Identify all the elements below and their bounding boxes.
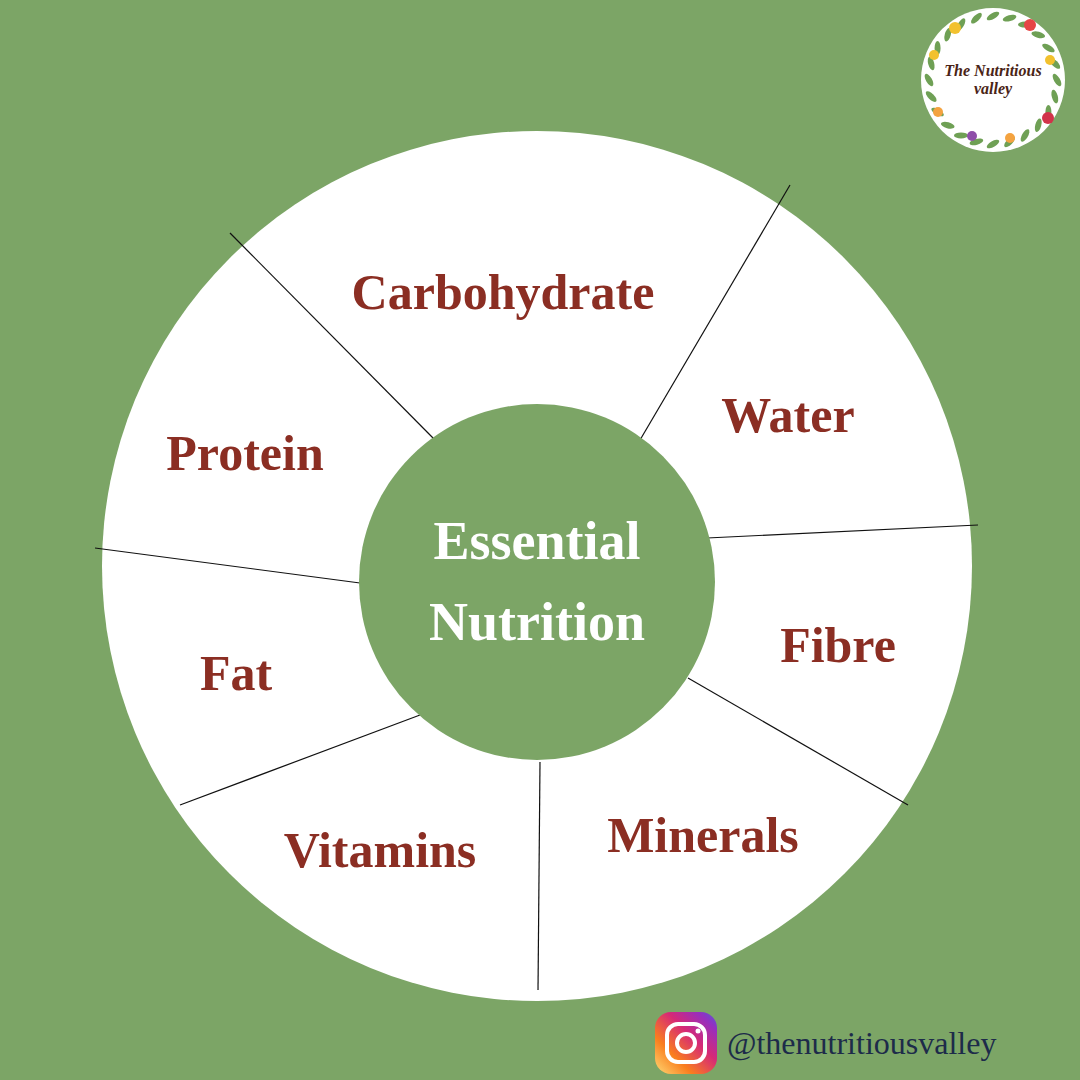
divider-line [688,678,908,805]
wreath-leaf [1050,89,1059,104]
segment-label: Minerals [607,805,799,865]
segment-label: Essential Nutrition [392,501,682,663]
divider-line [180,715,420,805]
center-circle: Essential Nutrition [359,404,715,760]
carbohydrate-segment: Carbohydrate [344,258,663,326]
fruit-dot [1005,133,1015,143]
logo-text: The Nutritious valley [937,62,1049,97]
social-handle: @thenutritiousvalley [727,1024,996,1062]
segment-label: Vitamins [284,820,477,880]
wreath-leaf [923,72,935,87]
icon-lens [677,1034,695,1052]
icon-frame [667,1024,705,1062]
segment-label: Fibre [780,615,896,675]
fat-segment: Fat [192,639,280,707]
segment-label: Water [721,385,854,445]
logo-wreath [921,8,1065,152]
wreath-leaf [985,138,1000,150]
divider-line [707,525,978,538]
fruit-dot [949,22,961,34]
icon-tile [655,1012,717,1074]
wreath-leaf [1019,128,1031,143]
fruit-dot [967,131,977,141]
segment-label: Fat [200,643,272,703]
fruit-dot [1024,19,1036,31]
segment-label: Protein [166,423,323,483]
segment-label: Carbohydrate [352,262,655,322]
wreath-leaf [1031,30,1046,39]
wreath-leaf [985,10,1000,22]
divider-lines [95,185,978,990]
icon-dot [696,1029,701,1034]
fibre-segment: Fibre [772,611,904,679]
fruit-dot [1045,55,1055,65]
wreath-leaf [969,11,983,25]
wreath-leaf [954,132,968,138]
minerals-segment: Minerals [599,801,807,869]
wreath-leaves [923,10,1063,150]
logo-disk [921,8,1065,152]
wreath-leaf [1041,42,1056,54]
wreath-leaf [940,121,955,130]
protein-segment: Protein [158,419,331,487]
wreath-leaf [1034,118,1043,133]
vitamins-segment: Vitamins [276,816,485,884]
instagram-icon [655,1012,717,1074]
divider-line [538,762,540,990]
water-segment: Water [713,381,862,449]
wreath-leaf [1002,13,1017,22]
fruit-dot [1042,112,1054,124]
fruit-dot [929,50,939,60]
fruit-dot [933,107,943,117]
divider-line [95,548,360,583]
wreath-leaf [924,89,938,103]
wreath-leaf [1051,72,1063,87]
wreath-leaf [930,106,945,118]
